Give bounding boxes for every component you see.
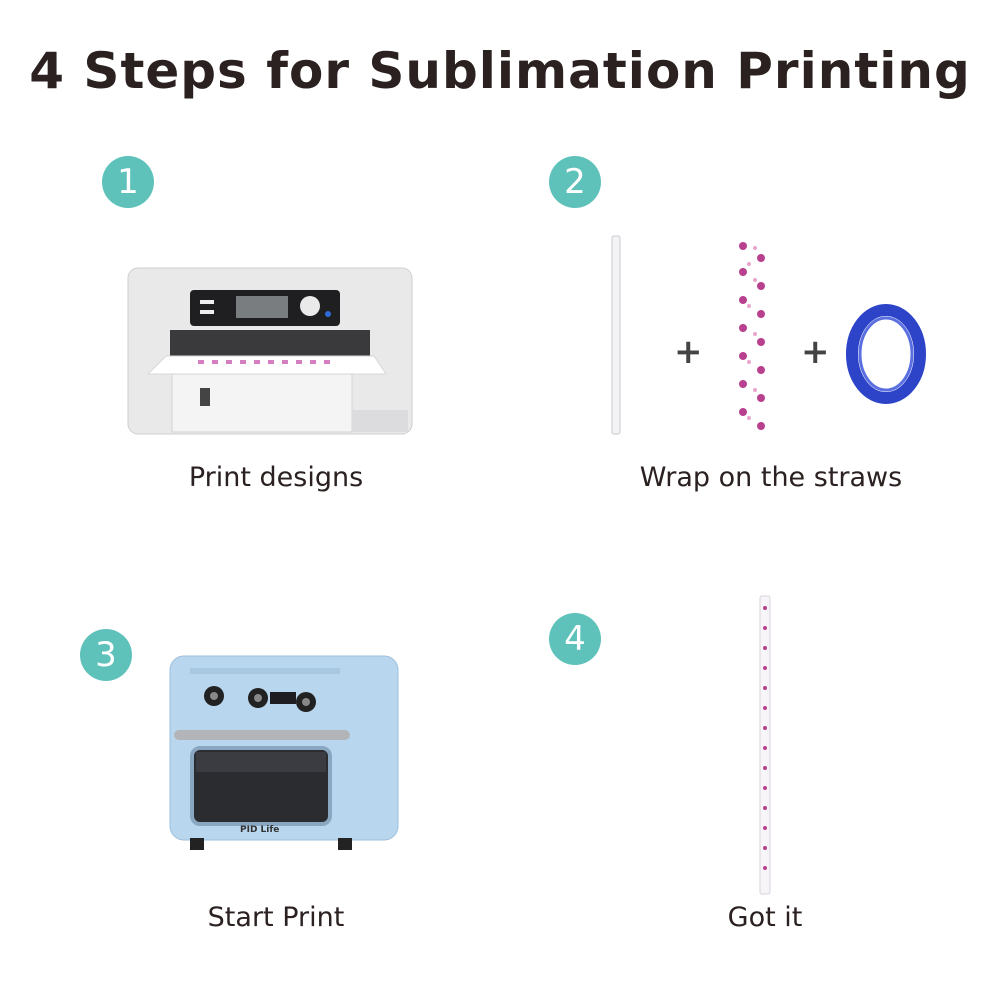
step-4-caption: Got it (727, 902, 803, 933)
straw-icon (611, 235, 621, 435)
step-4-badge: 4 (549, 613, 601, 665)
page-title: 4 Steps for Sublimation Printing (29, 42, 971, 100)
plus-sign-1: + (674, 332, 703, 372)
printed-straw-icon (759, 595, 771, 895)
step-2-caption: Wrap on the straws (639, 462, 903, 493)
step-3-badge: 3 (80, 629, 132, 681)
oven-brand-label: PID Life (240, 825, 279, 835)
tape-roll-icon (846, 304, 926, 404)
printed-paper-strip-icon (735, 238, 771, 440)
step-1-caption: Print designs (188, 462, 364, 493)
step-3-caption: Start Print (207, 902, 345, 933)
printer-icon (127, 267, 413, 435)
step-2-badge: 2 (549, 156, 601, 208)
step-1-badge: 1 (102, 156, 154, 208)
oven-icon: PID Life (169, 655, 399, 850)
plus-sign-2: + (801, 332, 830, 372)
